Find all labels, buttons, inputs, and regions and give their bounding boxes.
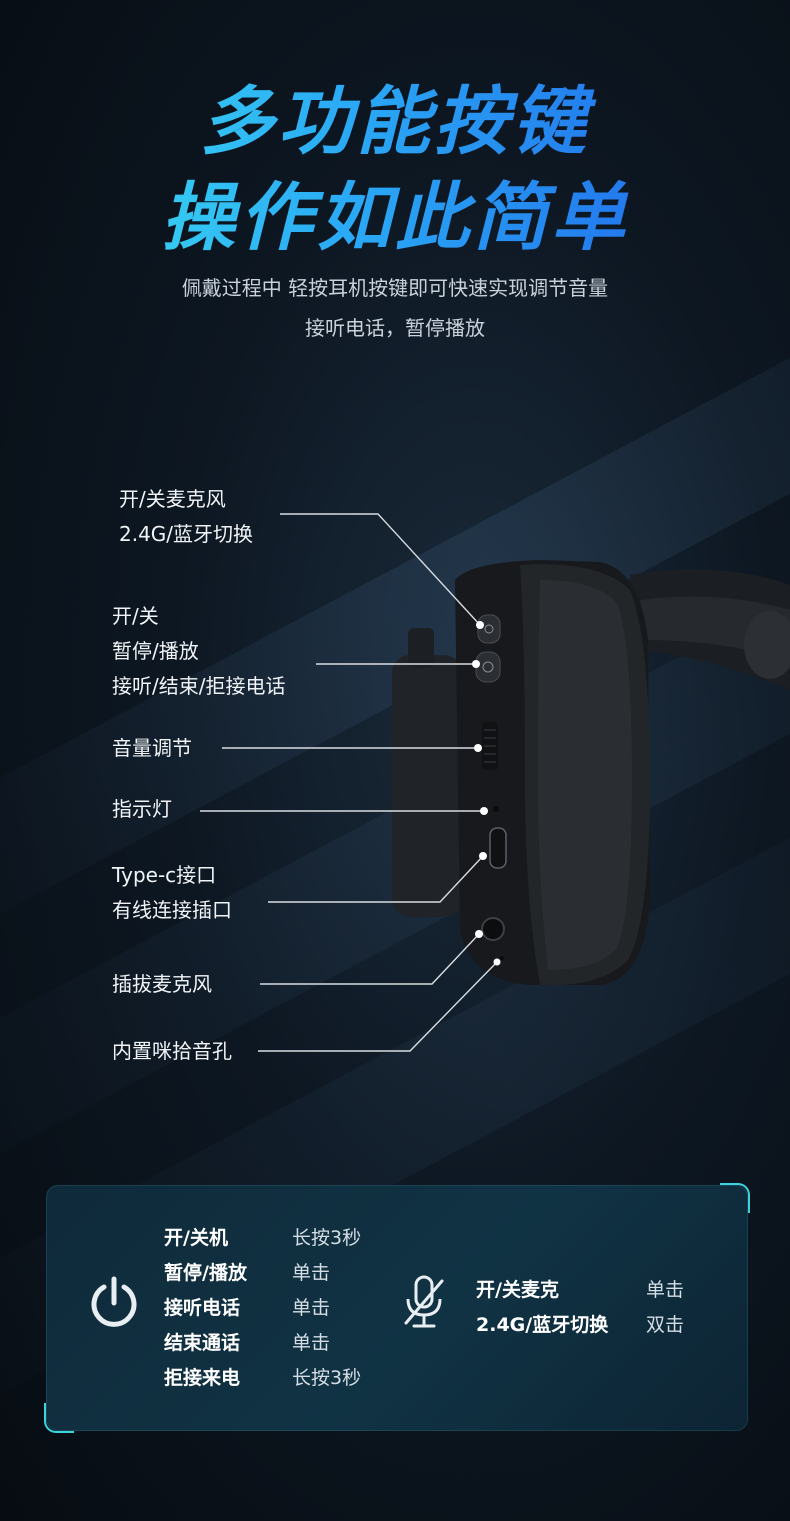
subtitle-line2: 接听电话，暂停播放 (305, 316, 485, 340)
callout-text: 暂停/播放 (112, 639, 199, 663)
callout-text: 有线连接插口 (112, 898, 232, 922)
function-action: 长按3秒 (292, 1367, 362, 1389)
callout-text: 2.4G/蓝牙切换 (119, 522, 254, 546)
function-action: 单击 (292, 1262, 331, 1284)
power-icon (91, 1276, 137, 1327)
page-title-line2: 操作如此简单 (0, 158, 790, 265)
callout-text: 插拔麦克风 (112, 972, 212, 996)
callout-mic-plug: 插拔麦克风 (112, 967, 212, 1002)
function-name: 接听电话 (164, 1297, 241, 1319)
callout-text: 指示灯 (112, 797, 172, 821)
page-title-line1: 多功能按键 (0, 62, 790, 169)
callout-mic-bt: 开/关麦克风 2.4G/蓝牙切换 (119, 482, 253, 552)
function-name: 开/关机 (164, 1227, 228, 1249)
function-panel: 开/关机 长按3秒 暂停/播放 单击 接听电话 单击 结束通话 单击 拒接来电 … (44, 1183, 750, 1433)
callout-typec: Type-c接口 有线连接插口 (112, 858, 232, 928)
panel-corner (44, 1403, 74, 1433)
callout-text: 内置咪拾音孔 (112, 1039, 232, 1063)
callout-text: 音量调节 (112, 736, 192, 760)
function-action: 单击 (292, 1297, 331, 1319)
panel-corner (720, 1183, 750, 1213)
subtitle-line1: 佩戴过程中 轻按耳机按键即可快速实现调节音量 (181, 276, 609, 300)
callout-power: 开/关 暂停/播放 接听/结束/拒接电话 (112, 599, 285, 704)
function-action: 单击 (646, 1279, 685, 1301)
callout-builtin-mic: 内置咪拾音孔 (112, 1034, 232, 1069)
function-name: 开/关麦克 (476, 1279, 559, 1301)
function-name: 2.4G/蓝牙切换 (476, 1314, 609, 1336)
callout-indicator: 指示灯 (112, 792, 172, 827)
callout-text: 开/关 (112, 604, 159, 628)
callout-volume: 音量调节 (112, 731, 192, 766)
function-action: 长按3秒 (292, 1227, 362, 1249)
callout-text: 接听/结束/拒接电话 (112, 674, 286, 698)
callout-text: Type-c接口 (112, 863, 217, 887)
mic-off-icon (404, 1275, 444, 1328)
function-name: 结束通话 (164, 1332, 241, 1354)
callout-text: 开/关麦克风 (119, 487, 226, 511)
function-action: 双击 (646, 1314, 685, 1336)
function-action: 单击 (292, 1332, 331, 1354)
function-name: 暂停/播放 (164, 1262, 247, 1284)
function-name: 拒接来电 (164, 1367, 241, 1389)
